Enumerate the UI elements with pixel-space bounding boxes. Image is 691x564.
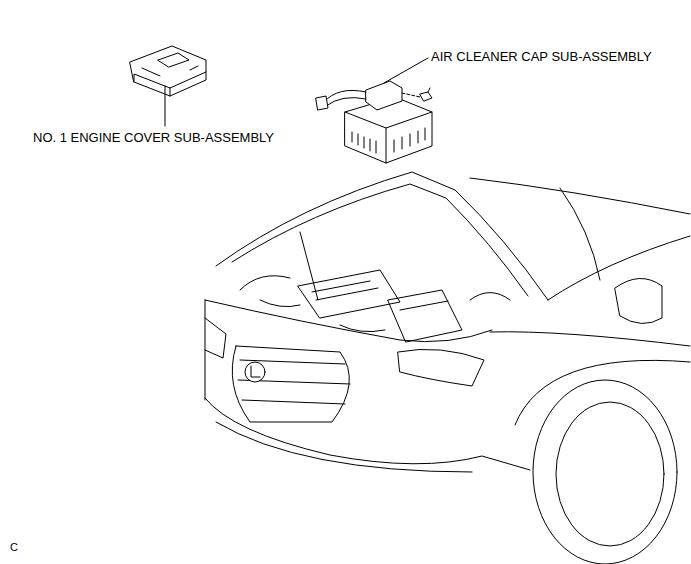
engine-bay-hoses [240, 276, 510, 332]
air-cleaner-case [345, 97, 432, 163]
rim [556, 402, 664, 546]
emblem [245, 362, 265, 382]
part-name: NO. 1 ENGINE COVER SUB-ASSEMBLY [33, 131, 274, 145]
open-hood [216, 172, 548, 300]
air-cleaner-hose [324, 90, 366, 106]
emblem-mark [251, 366, 260, 377]
air-cleaner-ribs [352, 128, 425, 153]
air-cleaner-cap [366, 81, 402, 110]
hood-strut [300, 232, 318, 300]
tire [533, 380, 677, 564]
leader-line [384, 58, 428, 83]
engine-cover [130, 46, 206, 96]
engine-cover-part [130, 46, 206, 96]
figure-code: C [10, 541, 18, 553]
grille-bars [238, 360, 350, 404]
air-cleaner-in-car [388, 290, 462, 342]
headlight [205, 318, 226, 358]
grille [232, 346, 349, 422]
car-body [205, 172, 690, 564]
hose-clamp [316, 96, 328, 110]
mirror [615, 278, 662, 323]
part-name: AIR CLEANER CAP SUB-ASSEMBLY [431, 50, 652, 64]
connector-guide [402, 93, 420, 97]
air-cleaner-edge [345, 112, 432, 163]
air-cleaner-part [316, 81, 432, 163]
bumper [205, 398, 530, 472]
a-pillar [560, 188, 600, 280]
engine-bay [298, 270, 400, 318]
leader-line [165, 86, 166, 126]
engine-cover-ridge [142, 66, 198, 76]
engine-cover-edge [134, 72, 206, 96]
fender [490, 332, 690, 346]
engine-cover-badge [158, 53, 189, 67]
hood-inner [232, 184, 528, 296]
windshield [470, 178, 690, 300]
headlight [398, 349, 484, 386]
connector [420, 88, 432, 101]
